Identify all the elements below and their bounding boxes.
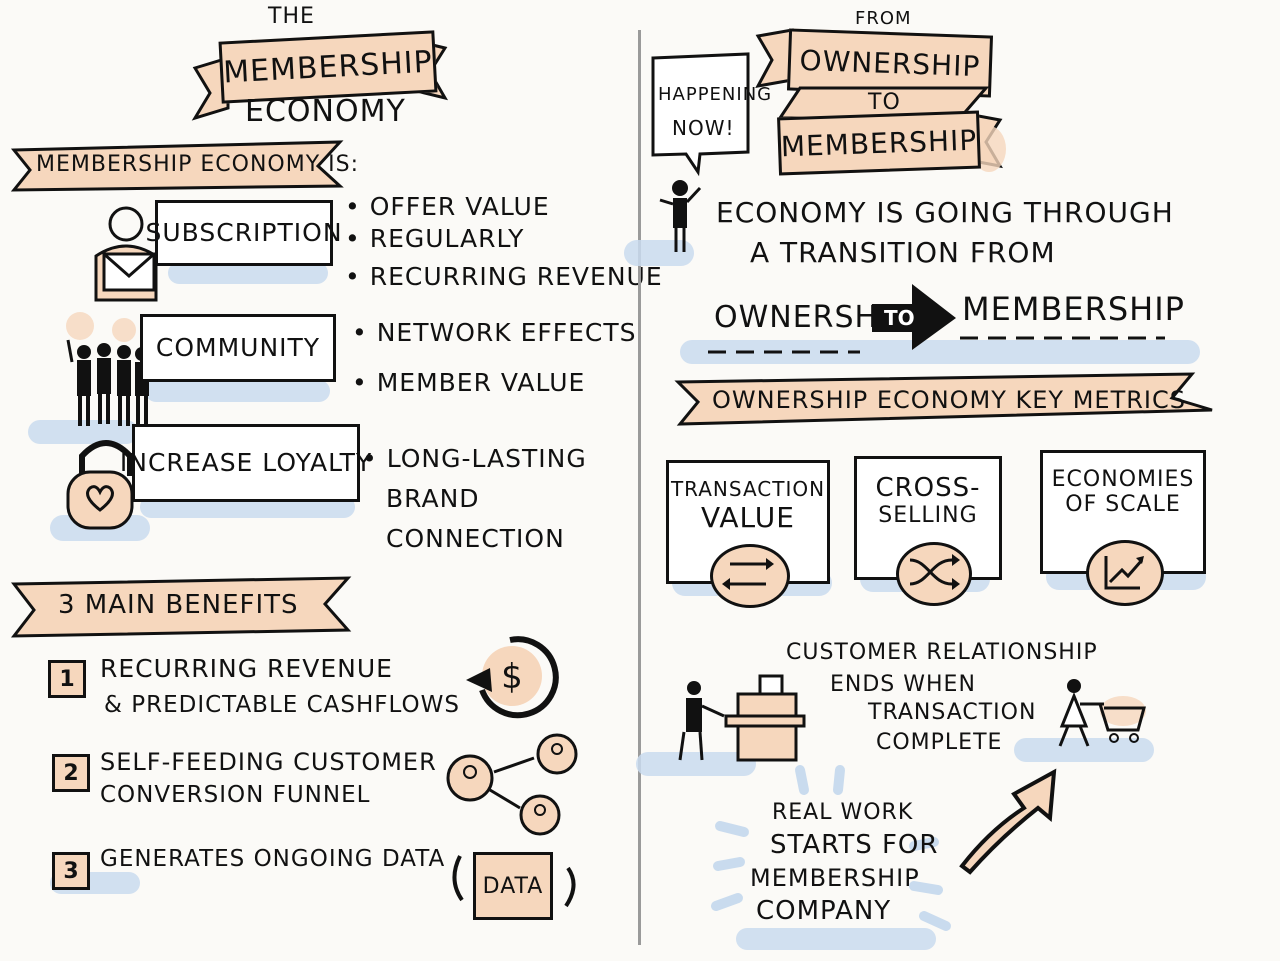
shadow <box>168 262 328 284</box>
bullet-cont: BRAND <box>386 484 480 513</box>
benefits-banner: 3 MAIN BENEFITS <box>58 590 299 620</box>
center-divider <box>638 30 641 945</box>
bullet: • REGULARLY <box>345 224 525 253</box>
speech-text: NOW! <box>672 116 735 140</box>
transition-line: A TRANSITION FROM <box>750 236 1056 269</box>
real-work-line: MEMBERSHIP <box>750 864 920 892</box>
real-work-line: REAL WORK <box>772 800 914 825</box>
relationship-line: COMPLETE <box>876 730 1003 755</box>
relationship-line: CUSTOMER RELATIONSHIP <box>786 640 1098 665</box>
relationship-line: TRANSACTION <box>868 700 1037 725</box>
bullet: • OFFER VALUE <box>345 192 550 221</box>
data-document-icon: DATA <box>473 852 553 920</box>
title-from: FROM <box>855 8 912 29</box>
benefit-line: SELF-FEEDING CUSTOMER <box>100 748 437 776</box>
to-word: MEMBERSHIP <box>962 290 1185 328</box>
speech-text: HAPPENING <box>658 84 773 105</box>
accent-dot <box>112 318 136 342</box>
bullet: • RECURRING REVENUE <box>345 262 663 291</box>
bullet: • MEMBER VALUE <box>352 368 586 397</box>
bullet: • NETWORK EFFECTS <box>352 318 637 347</box>
exchange-arrows-icon <box>710 544 790 608</box>
accent-dot <box>66 312 94 340</box>
shadow <box>145 380 330 402</box>
pillar-community: COMMUNITY <box>140 314 336 382</box>
arrow-word: TO <box>884 306 915 330</box>
title-to: TO <box>868 90 901 115</box>
bullet-cont: CONNECTION <box>386 524 565 553</box>
shadow <box>736 928 936 950</box>
benefit-line: GENERATES ONGOING DATA <box>100 846 446 872</box>
benefit-number: 2 <box>52 754 90 792</box>
pillar-label: INCREASE LOYALTY <box>119 448 373 477</box>
pillar-label: SUBSCRIPTION <box>145 218 343 247</box>
benefit-line: & PREDICTABLE CASHFLOWS <box>104 692 460 718</box>
title-the: THE <box>268 4 315 29</box>
pillar-subscription: SUBSCRIPTION <box>145 200 342 266</box>
svg-text:$: $ <box>501 657 523 697</box>
shuffle-icon <box>896 542 972 606</box>
benefit-line: RECURRING REVENUE <box>100 654 393 683</box>
benefit-number: 3 <box>52 852 90 890</box>
pillar-loyalty: INCREASE LOYALTY <box>120 424 371 502</box>
real-work-line: COMPANY <box>756 896 892 926</box>
benefit-number: 1 <box>48 660 86 698</box>
title-sub: ECONOMY <box>245 94 406 129</box>
benefit-line: CONVERSION FUNNEL <box>100 782 371 808</box>
metrics-banner: OWNERSHIP ECONOMY KEY METRICS <box>712 386 1186 414</box>
bullet: • LONG-LASTING <box>362 444 587 473</box>
shadow <box>1014 738 1154 762</box>
metric-card: CROSS- SELLING <box>854 456 1002 580</box>
shadow <box>624 240 694 266</box>
accent-dot <box>1100 696 1146 726</box>
real-work-line: STARTS for <box>770 830 939 860</box>
shadow <box>636 752 756 776</box>
definition-banner: MEMBERSHIP ECONOMY IS: <box>36 152 360 177</box>
transition-line: ECONOMY IS GOING THROUGH <box>716 196 1174 229</box>
relationship-line: ENDS WHEN <box>830 672 976 697</box>
pillar-label: COMMUNITY <box>155 333 321 362</box>
